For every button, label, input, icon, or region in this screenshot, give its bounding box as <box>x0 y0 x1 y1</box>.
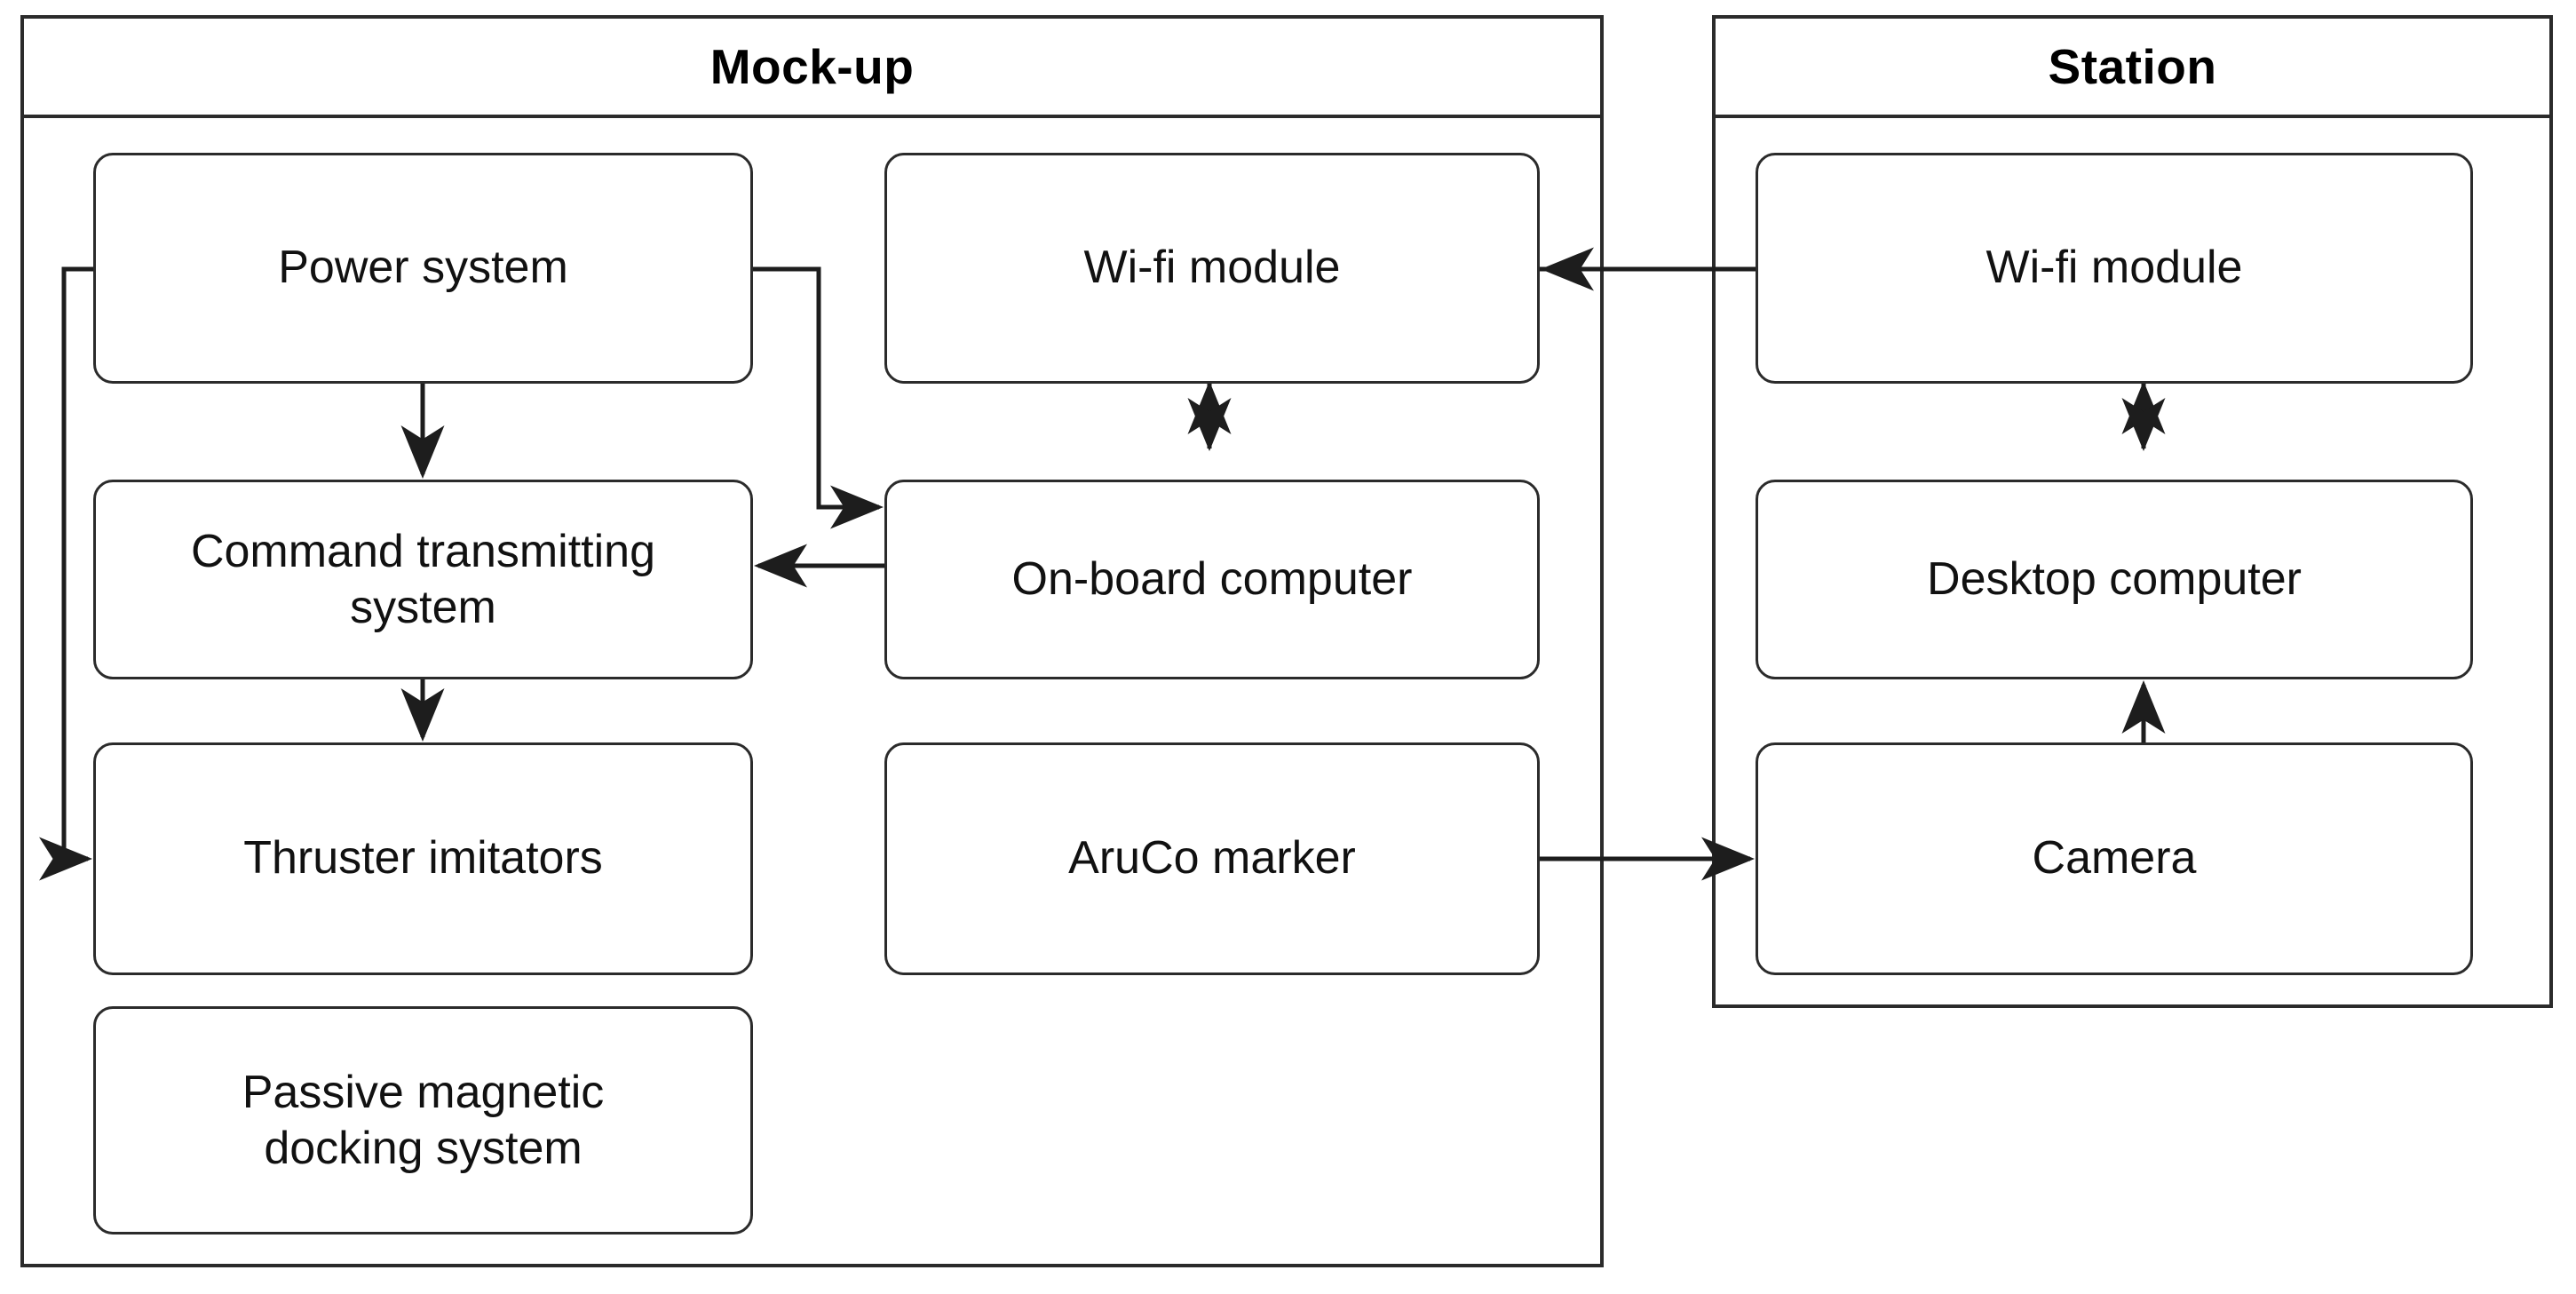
node-camera[interactable]: Camera <box>1756 742 2473 975</box>
panel-mockup: Mock-up <box>20 15 1604 1267</box>
node-wifi-module-station-label: Wi-fi module <box>1986 242 2243 294</box>
node-desktop-computer[interactable]: Desktop computer <box>1756 480 2473 679</box>
node-wifi-module-mockup[interactable]: Wi-fi module <box>884 153 1540 384</box>
node-wifi-module-station[interactable]: Wi-fi module <box>1756 153 2473 384</box>
node-onboard-computer[interactable]: On-board computer <box>884 480 1540 679</box>
node-thruster-imitators-label: Thruster imitators <box>243 832 603 885</box>
node-camera-label: Camera <box>2032 832 2197 885</box>
node-power-system[interactable]: Power system <box>93 153 753 384</box>
node-wifi-module-mockup-label: Wi-fi module <box>1083 242 1341 294</box>
node-desktop-computer-label: Desktop computer <box>1927 552 2302 605</box>
panel-station: Station <box>1712 15 2553 1008</box>
node-aruco-marker[interactable]: AruCo marker <box>884 742 1540 975</box>
node-power-system-label: Power system <box>278 242 568 294</box>
edge-power-to-onboard <box>753 266 884 529</box>
panel-station-header: Station <box>1716 19 2549 118</box>
panel-station-title: Station <box>2048 38 2217 94</box>
panel-mockup-title: Mock-up <box>709 38 915 94</box>
node-thruster-imitators[interactable]: Thruster imitators <box>93 742 753 975</box>
node-aruco-marker-label: AruCo marker <box>1068 832 1356 885</box>
edge-power-to-thruster <box>39 266 93 881</box>
panel-mockup-header: Mock-up <box>24 19 1600 118</box>
node-onboard-computer-label: On-board computer <box>1011 552 1413 605</box>
